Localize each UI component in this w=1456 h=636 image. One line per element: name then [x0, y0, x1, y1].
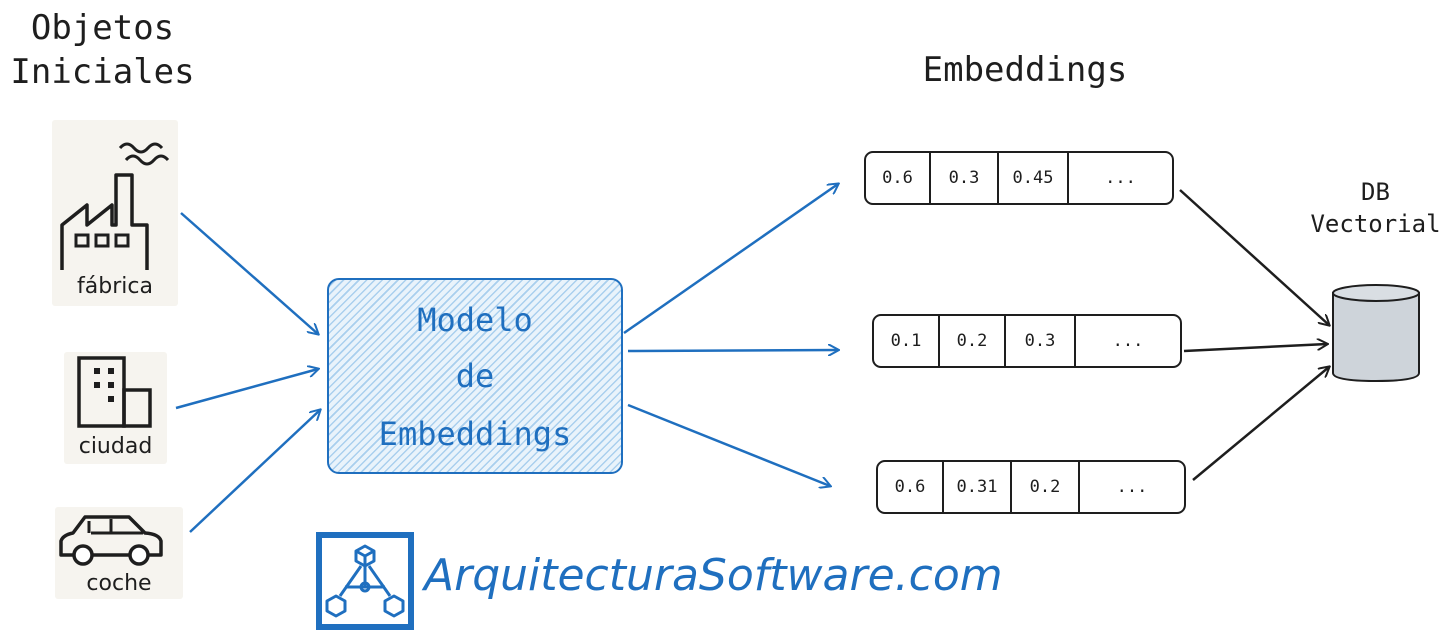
arrow-vector-2-to-db: [1183, 344, 1327, 353]
initial-objects-title-line-2: Iniciales: [10, 52, 195, 92]
brand-link[interactable]: ArquitecturaSoftware.com: [424, 550, 1003, 601]
arrow-city-to-model: [175, 369, 318, 410]
vector-1-cell-1: 0.6: [866, 153, 931, 203]
factory-card: fábrica: [52, 120, 178, 306]
brand-logo-icon: [316, 532, 414, 630]
vector-1-cell-2: 0.3: [931, 153, 999, 203]
initial-objects-title: Objetos Iniciales: [0, 6, 205, 94]
arrow-factory-to-model: [180, 212, 318, 334]
car-card: coche: [55, 507, 183, 599]
vector-3-cell-1: 0.6: [878, 462, 944, 512]
embedding-vector-3: 0.6 0.31 0.2 ...: [876, 460, 1186, 514]
car-label: coche: [86, 571, 152, 596]
vector-1-cell-4: ...: [1105, 168, 1136, 188]
db-title-line-1: DB: [1361, 178, 1390, 206]
factory-label: fábrica: [77, 274, 153, 299]
arrow-model-to-vector-3: [627, 403, 830, 486]
building-icon: [77, 356, 152, 428]
vector-3-cell-4: ...: [1116, 477, 1148, 497]
database-icon: [1332, 284, 1420, 383]
vector-3-cell-2: 0.31: [944, 462, 1012, 512]
model-line-2: de: [455, 357, 495, 395]
model-line-3: Embeddings: [378, 415, 572, 453]
vector-2-cell-1: 0.1: [874, 316, 940, 366]
car-icon: [59, 515, 163, 566]
arrow-car-to-model: [189, 410, 320, 533]
arrow-model-to-vector-2: [627, 350, 838, 351]
city-card: ciudad: [64, 352, 167, 464]
embedding-vector-1: 0.6 0.3 0.45 ...: [864, 151, 1174, 205]
vector-3-cell-3: 0.2: [1012, 462, 1080, 512]
arrow-vector-1-to-db: [1179, 189, 1329, 325]
db-title: DB Vectorial: [1295, 176, 1456, 240]
vector-2-cell-2: 0.2: [940, 316, 1006, 366]
vector-2-cell-4: ...: [1112, 331, 1144, 351]
model-line-1: Modelo: [417, 301, 533, 339]
arrow-vector-3-to-db: [1192, 367, 1329, 481]
city-label: ciudad: [78, 434, 153, 459]
arrow-model-to-vector-1: [623, 184, 838, 335]
embedding-vector-2: 0.1 0.2 0.3 ...: [872, 314, 1182, 368]
vector-2-cell-3: 0.3: [1006, 316, 1076, 366]
factory-icon: [60, 142, 170, 270]
db-title-line-2: Vectorial: [1310, 210, 1441, 238]
initial-objects-title-line-1: Objetos: [30, 8, 175, 48]
brand: ArquitecturaSoftware.com: [316, 532, 1016, 630]
embedding-model-box: Modelo de Embeddings: [327, 278, 623, 474]
vector-1-cell-3: 0.45: [999, 153, 1069, 203]
embeddings-title: Embeddings: [922, 50, 1128, 90]
